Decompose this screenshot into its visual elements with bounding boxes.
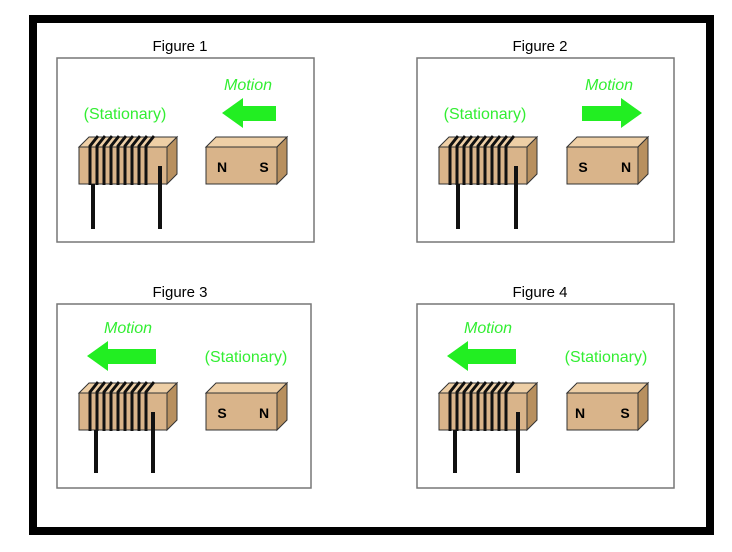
figure-1-motion-label: Motion [224,77,272,94]
figure-3-coil-windings [88,381,156,431]
figure-1-magnet-pole-left: N [217,159,227,175]
figure-2: Figure 2 (Stationary) Motion S N [416,38,675,243]
figure-3: Figure 3 Motion (Stationary) S N [56,284,312,489]
figure-1-coil [77,135,179,229]
figure-3-magnet-pole-right: N [259,405,269,421]
figure-1-stationary-label: (Stationary) [84,106,167,123]
figure-1-magnet-pole-right: S [259,159,268,175]
figure-4-motion-label: Motion [464,320,512,337]
figure-1-coil-windings [88,135,156,185]
figure-1-magnet: N S [204,135,289,186]
figure-4-coil-windings [448,381,516,431]
figure-2-magnet-pole-left: S [578,159,587,175]
figure-1-title: Figure 1 [152,38,207,55]
figure-2-motion-arrow-right [582,98,642,128]
figure-2-stationary-label: (Stationary) [444,106,527,123]
figure-3-magnet: S N [204,381,289,432]
figure-2-magnet: S N [565,135,650,186]
figure-3-coil [77,381,179,473]
figure-4-title: Figure 4 [512,284,567,301]
figure-2-title: Figure 2 [512,38,567,55]
figure-3-title: Figure 3 [152,284,207,301]
figure-2-coil-windings [448,135,516,185]
figure-2-magnet-pole-right: N [621,159,631,175]
figure-1: Figure 1 (Stationary) Motion N S [56,38,315,243]
figure-4-magnet-pole-left: N [575,405,585,421]
figure-3-motion-arrow-left [87,341,156,371]
figure-4: Figure 4 Motion (Stationary) N S [416,284,675,489]
outer-frame [29,15,714,535]
figure-4-stationary-label: (Stationary) [565,349,648,366]
figure-3-stationary-label: (Stationary) [205,349,288,366]
figure-2-coil [437,135,539,229]
figure-2-motion-label: Motion [585,77,633,94]
figure-4-coil [437,381,539,473]
figure-3-magnet-pole-left: S [217,405,226,421]
figure-4-magnet: N S [565,381,650,432]
figure-4-magnet-pole-right: S [620,405,629,421]
figure-3-motion-label: Motion [104,320,152,337]
figure-4-motion-arrow-left [447,341,516,371]
figure-1-motion-arrow-left [222,98,276,128]
